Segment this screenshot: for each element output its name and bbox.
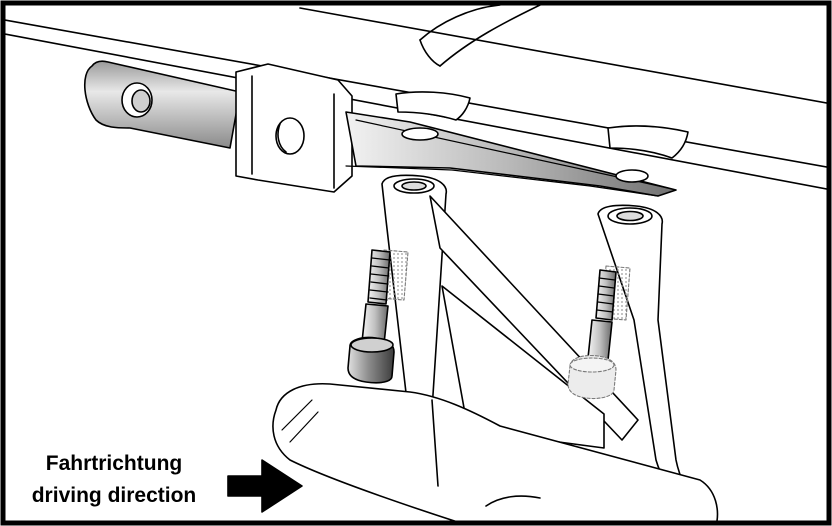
direction-label-en: driving direction [8,483,220,509]
bolt-left [347,249,409,384]
panel-mounts [395,91,689,159]
mounting-strap [83,60,241,149]
arrow-right-icon [227,459,303,513]
direction-label-de: Fahrtrichtung [8,451,220,477]
steel-plate [345,111,677,197]
bolt-right [567,265,631,400]
bracket-housing [235,63,353,193]
